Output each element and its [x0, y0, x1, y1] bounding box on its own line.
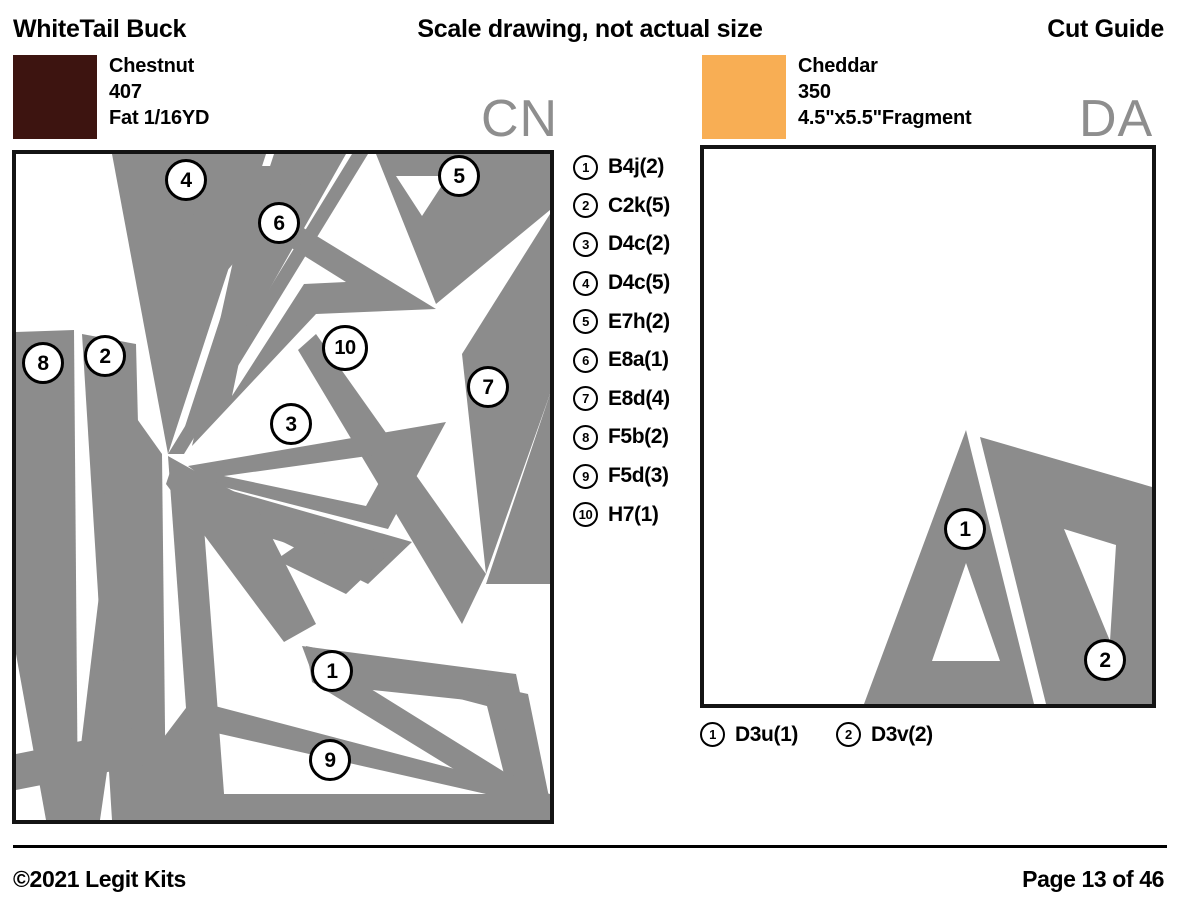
piece-shape — [188, 422, 446, 529]
piece-marker: 10 — [322, 325, 368, 371]
fabric-code-cheddar: 350 — [798, 81, 831, 103]
legend-bullet: 1 — [700, 722, 725, 747]
legend-item: 7 E8d(4) — [573, 380, 691, 419]
piece-marker: 9 — [309, 739, 351, 781]
legend-bullet: 5 — [573, 309, 598, 335]
legend-bullet: 6 — [573, 347, 598, 373]
piece-marker: 3 — [270, 403, 312, 445]
piece-marker: 6 — [258, 202, 300, 244]
legend-bullet: 10 — [573, 502, 598, 528]
legend-item: 5 E7h(2) — [573, 302, 691, 341]
legend-item: 1 B4j(2) — [573, 148, 691, 187]
cut-diagram-shapes-chestnut — [16, 154, 550, 820]
legend-item: 2 D3v(2) — [835, 722, 933, 747]
legend-item: 9 F5d(3) — [573, 457, 691, 496]
legend-chestnut: 1 B4j(2) 2 C2k(5) 3 D4c(2) 4 D4c(5) 5 E7… — [573, 148, 691, 534]
fabric-name-cheddar: Cheddar — [798, 55, 878, 77]
legend-label: E8d(4) — [608, 386, 670, 410]
fabric-swatch-chestnut — [13, 55, 97, 139]
legend-bullet: 9 — [573, 463, 598, 489]
fabric-cut-chestnut: Fat 1/16YD — [109, 107, 210, 129]
piece-marker: 2 — [84, 335, 126, 377]
cut-diagram-panel-cheddar — [700, 145, 1156, 708]
piece-shape — [116, 166, 316, 452]
legend-cheddar: 1 D3u(1) 2 D3v(2) — [700, 722, 971, 747]
legend-bullet: 4 — [573, 270, 598, 296]
legend-label: D4c(5) — [608, 271, 670, 295]
piece-marker: 2 — [1084, 639, 1126, 681]
legend-bullet: 3 — [573, 231, 598, 257]
page-title-center: Scale drawing, not actual size — [417, 15, 763, 43]
legend-label: E7h(2) — [608, 309, 670, 333]
piece-marker: 1 — [311, 650, 353, 692]
cut-diagram-panel-chestnut — [12, 150, 554, 824]
legend-bullet: 2 — [835, 722, 861, 747]
page-title-left: WhiteTail Buck — [13, 15, 187, 43]
cut-diagram-shapes-cheddar — [864, 430, 1152, 704]
legend-label: F5b(2) — [608, 425, 669, 449]
fabric-name-chestnut: Chestnut — [109, 55, 195, 77]
legend-bullet: 1 — [573, 154, 598, 180]
legend-bullet: 7 — [573, 386, 598, 412]
legend-item: 6 E8a(1) — [573, 341, 691, 380]
piece-shape — [306, 646, 550, 806]
piece-shape — [16, 330, 78, 820]
legend-label: C2k(5) — [608, 193, 670, 217]
legend-label: D3u(1) — [735, 722, 798, 746]
watermark-da: DA — [1079, 90, 1154, 148]
legend-label: B4j(2) — [608, 155, 664, 179]
fabric-code-chestnut: 407 — [109, 81, 142, 103]
footer-page-number: Page 13 of 46 — [1022, 866, 1164, 892]
legend-item: 3 D4c(2) — [573, 225, 691, 264]
legend-item: 1 D3u(1) — [700, 722, 798, 747]
piece-marker: 5 — [438, 155, 480, 197]
legend-bullet: 8 — [573, 424, 598, 450]
legend-label: H7(1) — [608, 502, 659, 526]
piece-shape — [16, 730, 136, 790]
legend-item: 8 F5b(2) — [573, 418, 691, 457]
piece-shape — [192, 194, 436, 446]
piece-marker: 1 — [944, 508, 986, 550]
legend-bullet: 2 — [573, 193, 598, 219]
legend-item: 4 D4c(5) — [573, 264, 691, 303]
fabric-info-chestnut: Chestnut 407 Fat 1/16YD — [109, 53, 209, 131]
piece-shape — [376, 154, 550, 304]
legend-item: 2 C2k(5) — [573, 187, 691, 226]
footer-divider — [13, 845, 1167, 848]
footer-copyright: ©2021 Legit Kits — [13, 866, 186, 892]
piece-shape — [72, 454, 146, 820]
fabric-cut-cheddar: 4.5"x5.5"Fragment — [798, 107, 972, 129]
legend-label: D4c(2) — [608, 232, 670, 256]
legend-label: F5d(3) — [608, 464, 669, 488]
piece-shape — [864, 430, 1034, 704]
piece-marker: 7 — [467, 366, 509, 408]
piece-marker: 8 — [22, 342, 64, 384]
fabric-swatch-cheddar — [702, 55, 786, 139]
fabric-info-cheddar: Cheddar 350 4.5"x5.5"Fragment — [798, 53, 972, 131]
piece-shape — [166, 460, 316, 642]
piece-shape — [486, 394, 550, 584]
legend-item: 10 H7(1) — [573, 495, 691, 534]
legend-label: D3v(2) — [870, 722, 933, 746]
page-title-right: Cut Guide — [1047, 15, 1164, 43]
watermark-cn: CN — [481, 90, 559, 148]
piece-shape — [980, 437, 1152, 704]
legend-label: E8a(1) — [608, 348, 669, 372]
piece-marker: 4 — [165, 159, 207, 201]
